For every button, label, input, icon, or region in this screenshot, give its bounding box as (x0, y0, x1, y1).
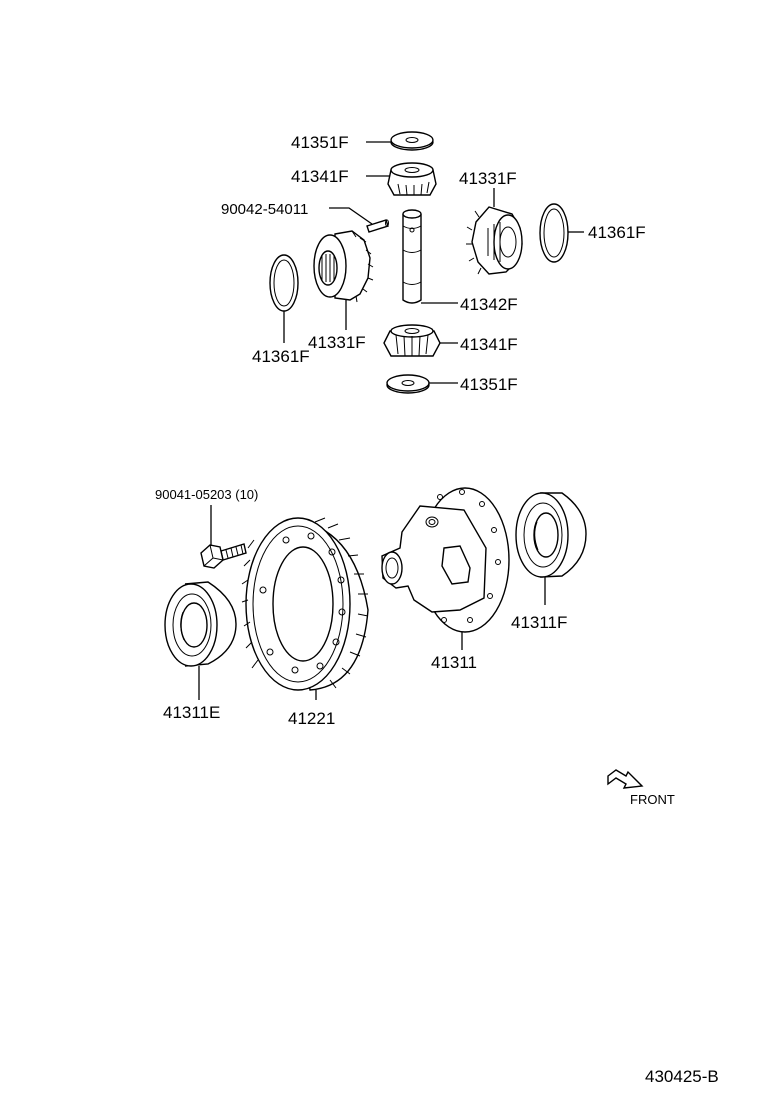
front-direction-label: FRONT (630, 792, 675, 807)
ring-gear-bolt-holes (259, 532, 346, 674)
side-washer-right (539, 203, 569, 263)
label-pinion-shaft: 41342F (460, 295, 518, 314)
side-washer-left (269, 254, 299, 312)
case-flange-holes (437, 489, 501, 623)
label-thrust-washer-bottom: 41351F (460, 375, 518, 394)
label-pinion-gear-bottom: 41341F (460, 335, 518, 354)
side-gear-left (313, 230, 374, 303)
ring-gear-bolt (200, 543, 247, 569)
label-bearing-right: 41311F (511, 613, 567, 632)
ring-gear (241, 517, 369, 691)
front-arrow-icon (607, 769, 644, 789)
label-side-gear-right: 41331F (459, 169, 517, 188)
label-case: 41311 (431, 653, 477, 672)
label-side-washer-left: 41361F (252, 347, 310, 366)
bearing-left (164, 581, 237, 667)
differential-case (381, 487, 510, 633)
pinion-gear-top (387, 162, 437, 196)
label-side-washer-right: 41361F (588, 223, 646, 242)
thrust-washer-top (390, 131, 434, 151)
label-lock-pin: 90042-54011 (221, 201, 308, 218)
label-bolt: 90041-05203 (10) (155, 487, 258, 502)
label-ring-gear: 41221 (288, 709, 335, 728)
bearing-right (515, 492, 587, 578)
pinion-gear-bottom (383, 324, 441, 357)
figure-number: 430425-B (645, 1067, 719, 1086)
pinion-shaft (402, 209, 422, 304)
thrust-washer-bottom (386, 374, 430, 394)
label-side-gear-left: 41331F (308, 333, 366, 352)
lock-pin (366, 219, 389, 233)
leader-lines-upper (283, 141, 584, 384)
side-gear-right (466, 206, 523, 275)
label-thrust-washer-top: 41351F (291, 133, 349, 152)
label-bearing-left: 41311E (163, 703, 220, 722)
label-pinion-gear-top: 41341F (291, 167, 349, 186)
